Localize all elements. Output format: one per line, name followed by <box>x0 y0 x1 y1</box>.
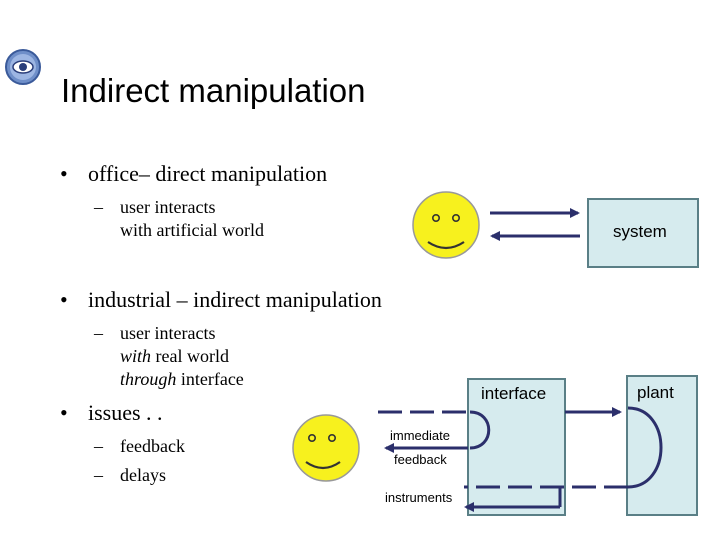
sub-line-1: user interacts <box>120 323 216 343</box>
bullet-industrial: • industrial – indirect manipulation <box>60 287 382 313</box>
sub-bullet-issues: –feedback –delays <box>94 432 185 490</box>
interface-label: interface <box>481 384 547 403</box>
eye-logo-icon <box>5 49 41 85</box>
system-box <box>587 198 699 268</box>
bullet-issues: • issues . . <box>60 400 163 426</box>
bullet-dot: • <box>60 287 68 312</box>
feedback-label: feedback <box>394 452 447 467</box>
sub-bullet-office: – user interacts with artificial world <box>94 196 264 242</box>
bullet-issues-text: issues . . <box>88 400 163 425</box>
sub-bullet-industrial: – user interacts with real world through… <box>94 322 244 391</box>
sub-line-2: with artificial world <box>120 220 264 240</box>
interface-box <box>467 378 566 516</box>
plant-loop <box>627 406 663 489</box>
immediate-label: immediate <box>390 428 450 443</box>
slide-title: Indirect manipulation <box>61 72 366 109</box>
plant-box <box>626 375 698 516</box>
bullet-office: • office– direct manipulation <box>60 161 328 187</box>
plant-label: plant <box>637 383 674 402</box>
delays-text: delays <box>120 465 166 485</box>
immediate-loop <box>469 410 491 450</box>
sub-line-1: user interacts <box>120 197 216 217</box>
instruments-label: instruments <box>385 490 453 505</box>
smiley-face-icon-office <box>412 191 480 259</box>
dash: – <box>94 323 103 343</box>
interface-text: interface <box>176 369 244 389</box>
bullet-dot: • <box>60 400 68 425</box>
em-with: with <box>120 346 152 366</box>
sub-item-delays: –delays <box>94 461 185 490</box>
bullet-office-text: office– direct manipulation <box>88 161 328 186</box>
bullet-industrial-text: industrial – indirect manipulation <box>88 287 382 312</box>
system-label: system <box>613 222 667 241</box>
dash: – <box>94 436 103 456</box>
sub-line-3: through interface <box>120 368 244 391</box>
smiley-face-icon-industrial <box>292 414 360 482</box>
bullet-dot: • <box>60 161 68 186</box>
dash: – <box>94 197 103 217</box>
feedback-text: feedback <box>120 436 185 456</box>
sub-line-2: with real world <box>120 345 244 368</box>
dash: – <box>94 465 103 485</box>
sub-item-feedback: –feedback <box>94 432 185 461</box>
em-through: through <box>120 369 177 389</box>
real-world-text: real world <box>151 346 229 366</box>
